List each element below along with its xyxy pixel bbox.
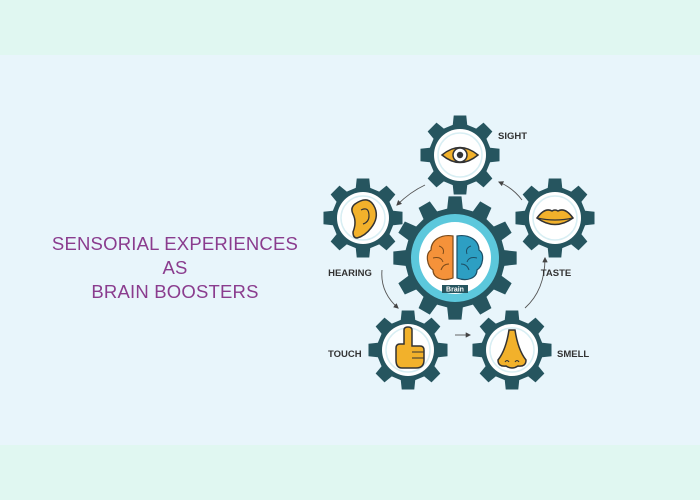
eye-icon — [440, 146, 480, 164]
central-gear-shape — [393, 196, 517, 320]
brain-gear: Brain — [393, 196, 517, 320]
sense-label-taste: TASTE — [541, 268, 571, 279]
flow-arrows — [381, 181, 548, 338]
title-line-2: BRAIN BOOSTERS — [91, 281, 259, 302]
arrow-sight-to-hearing — [396, 184, 426, 206]
brain-icon — [426, 235, 484, 281]
nose-icon — [497, 329, 527, 369]
hearing-gear — [323, 178, 403, 258]
brain-badge-label: Brain — [446, 287, 464, 294]
sense-label-sight: SIGHT — [498, 131, 527, 142]
content-panel — [0, 55, 700, 445]
brain-badge — [442, 285, 468, 293]
touch-gear — [368, 310, 448, 390]
lips-icon — [535, 209, 575, 226]
arrow-smell-to-taste — [524, 256, 548, 309]
pointing-hand-icon — [395, 326, 425, 369]
arrow-hearing-to-touch — [381, 269, 399, 309]
taste-gear — [515, 178, 595, 258]
sense-label-smell: SMELL — [557, 349, 589, 360]
sense-label-hearing: HEARING — [328, 268, 372, 279]
page-title: SENSORIAL EXPERIENCES AS BRAIN BOOSTERS — [40, 232, 310, 304]
smell-gear — [472, 310, 552, 390]
title-line-1: SENSORIAL EXPERIENCES AS — [51, 233, 299, 278]
sense-label-touch: TOUCH — [328, 349, 362, 360]
sight-gear — [420, 115, 500, 195]
ear-icon — [351, 199, 378, 239]
arrow-taste-to-sight — [498, 181, 523, 201]
